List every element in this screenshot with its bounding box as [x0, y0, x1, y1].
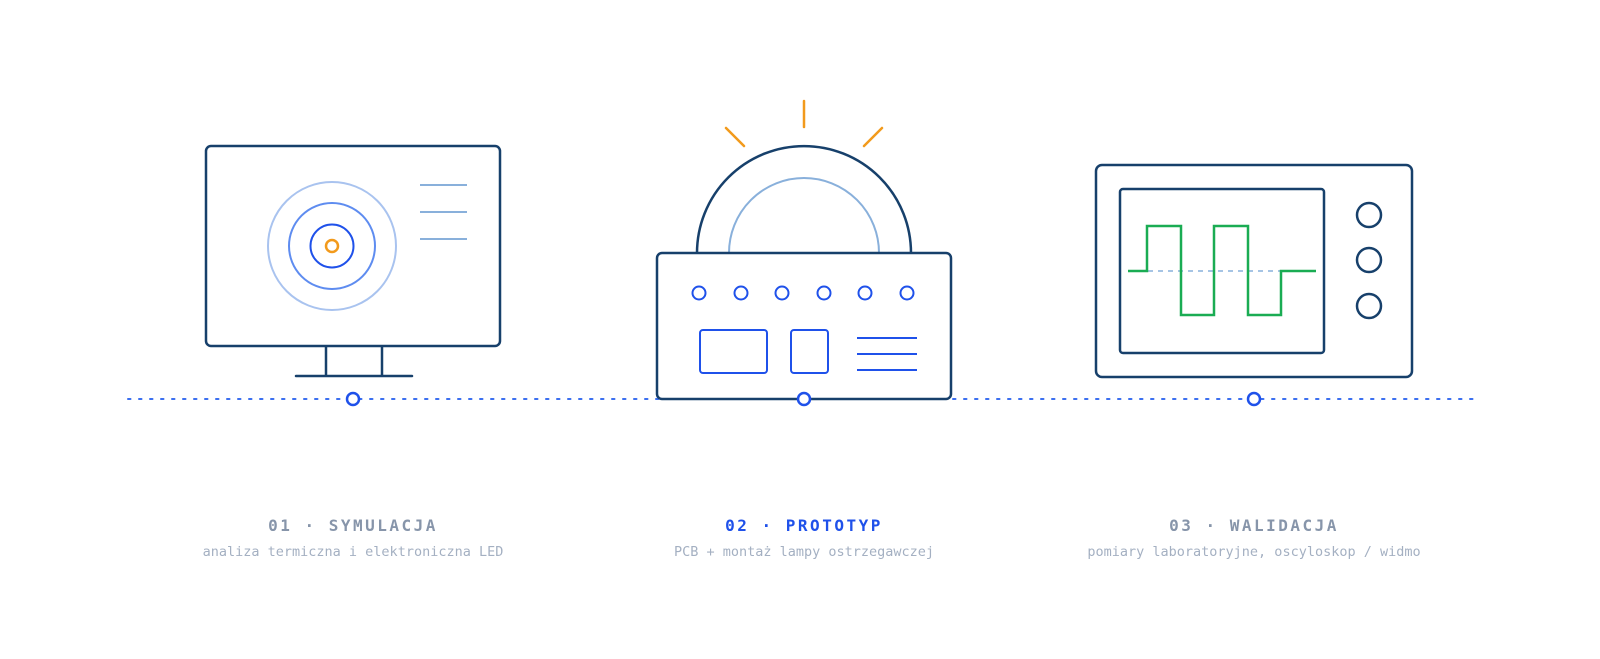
target-ring-outer — [267, 181, 397, 311]
step-1-label: 01 · SYMULACJA analiza termiczna i elekt… — [143, 516, 563, 560]
target-ring-middle — [288, 202, 376, 290]
pcb-chip-small — [790, 329, 829, 374]
led-dot — [774, 285, 790, 301]
step-3-description: pomiary laboratoryjne, oscyloskop / widm… — [1087, 544, 1421, 560]
step-1-title: 01 · SYMULACJA — [268, 516, 438, 535]
step-3-label: 03 · WALIDACJA pomiary laboratoryjne, os… — [1044, 516, 1464, 560]
target-ring-inner — [309, 223, 355, 269]
step-2-title: 02 · PROTOTYP — [725, 516, 883, 535]
oscilloscope-knob — [1355, 292, 1383, 320]
led-dot — [816, 285, 832, 301]
led-dot — [691, 285, 707, 301]
monitor-with-target-icon — [204, 144, 502, 378]
oscilloscope-knob — [1355, 201, 1383, 229]
lamp-dome-outer — [695, 144, 913, 254]
warning-lamp-pcb-icon — [655, 99, 953, 401]
step-1-description: analiza termiczna i elektroniczna LED — [202, 544, 504, 560]
oscilloscope-knob — [1355, 246, 1383, 274]
lamp-dome-inner — [728, 177, 880, 254]
led-dot — [857, 285, 873, 301]
square-wave-signal — [1128, 224, 1316, 317]
lamp-ray-right — [862, 126, 884, 148]
oscilloscope-body — [1094, 163, 1414, 379]
oscilloscope-screen — [1118, 187, 1326, 355]
timeline-node-2 — [796, 391, 812, 407]
lamp-housing-board — [655, 251, 953, 401]
oscilloscope-icon — [1094, 163, 1414, 379]
lamp-ray-left — [724, 126, 746, 148]
timeline-node-1 — [345, 391, 361, 407]
step-2-label: 02 · PROTOTYP PCB + montaż lampy ostrzeg… — [594, 516, 1014, 560]
step-3-title: 03 · WALIDACJA — [1169, 516, 1339, 535]
target-center-dot — [324, 238, 340, 254]
led-dot — [899, 285, 915, 301]
timeline-node-3 — [1246, 391, 1262, 407]
led-dot — [733, 285, 749, 301]
step-2-description: PCB + montaż lampy ostrzegawczej — [673, 544, 935, 560]
pcb-chip-large — [699, 329, 768, 374]
